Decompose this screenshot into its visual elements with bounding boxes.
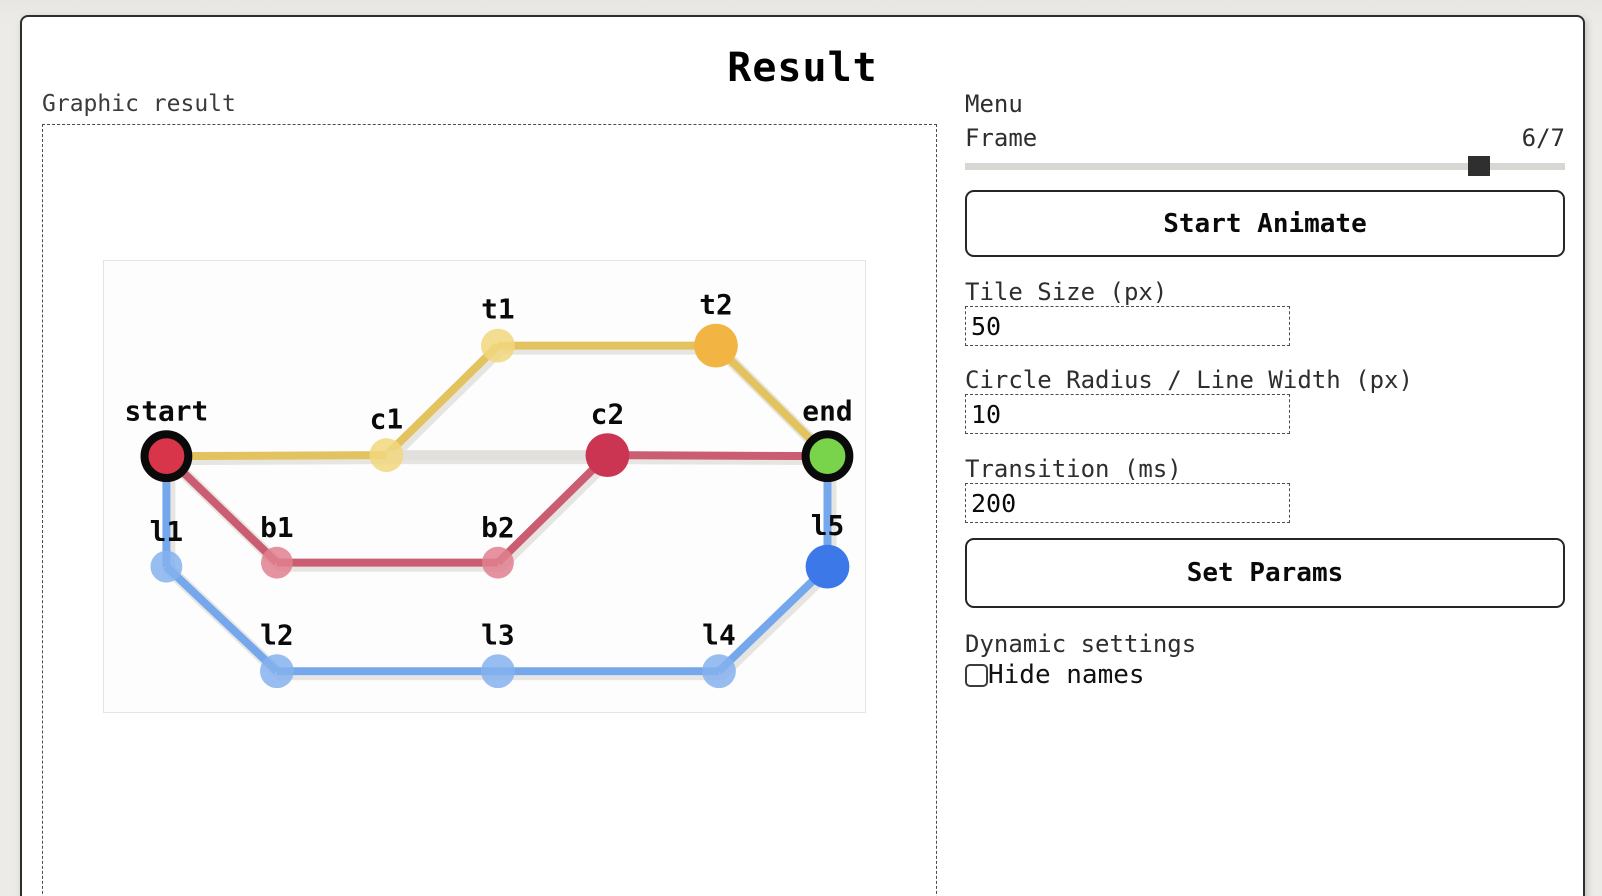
graph-edge-l1-l2: [163, 563, 280, 675]
graph-edge-start-c1: [166, 451, 387, 461]
page-title: Result: [727, 45, 878, 91]
graph-node-label-l4: l4: [702, 618, 736, 651]
graph-node-label-end: end: [802, 394, 852, 427]
graphic-result-label: Graphic result: [42, 91, 236, 117]
graph-edge-t2-end: [713, 342, 831, 459]
graph-node-l5: [805, 544, 850, 589]
graph-node-l1: [150, 550, 183, 583]
graph-node-label-l5: l5: [811, 509, 845, 542]
graph-edge-l4-l5: [716, 563, 831, 675]
graph-node-end: [801, 430, 854, 483]
tile-size-label: Tile Size (px): [965, 278, 1168, 306]
graph-node-label-t1: t1: [481, 293, 515, 326]
circle-radius-label: Circle Radius / Line Width (px): [965, 366, 1413, 394]
frame-slider[interactable]: [965, 156, 1565, 176]
circle-radius-input[interactable]: [965, 394, 1290, 434]
graph-svg: start c1 c2 end t1 t2 b1 b2 l1 l2 l3 l4 l5: [124, 288, 854, 689]
graph-node-b2: [482, 546, 514, 579]
graph-edge-casing-c1-t1: [383, 342, 507, 465]
set-params-button[interactable]: Set Params: [965, 538, 1565, 608]
graph-node-b1: [260, 546, 293, 579]
graph-canvas: start c1 c2 end t1 t2 b1 b2 l1 l2 l3 l4 l5: [103, 260, 866, 713]
graph-node-label-b2: b2: [481, 511, 515, 544]
transition-label: Transition (ms): [965, 455, 1182, 483]
menu-panel: Menu Frame 6/7 Start Animate Tile Size (…: [965, 90, 1565, 690]
tile-size-input[interactable]: [965, 306, 1290, 346]
graph-edge-c2-end: [607, 451, 828, 461]
hide-names-checkbox[interactable]: [965, 663, 988, 687]
graph-node-label-l3: l3: [481, 618, 515, 651]
menu-label: Menu: [965, 90, 1023, 118]
frame-slider-thumb[interactable]: [1468, 156, 1491, 176]
graph-node-start: [140, 430, 193, 483]
hide-names-label: Hide names: [988, 660, 1145, 690]
graphic-result-container: start c1 c2 end t1 t2 b1 b2 l1 l2 l3 l4 l5: [42, 124, 937, 896]
graph-node-label-t2: t2: [699, 288, 733, 321]
hide-names-row: Hide names: [965, 660, 1145, 690]
graph-node-c2: [585, 433, 630, 478]
graph-node-l2: [259, 654, 294, 689]
graph-node-label-start: start: [124, 394, 208, 427]
graph-node-label-c1: c1: [370, 402, 404, 435]
frame-counter: 6/7: [1521, 124, 1565, 152]
graph-node-label-b1: b1: [260, 511, 294, 544]
graph-edge-c1-t1: [383, 342, 501, 458]
graph-node-l4: [702, 654, 736, 689]
graph-node-t2: [694, 323, 738, 368]
graph-edge-b2-c2: [495, 452, 611, 566]
frame-slider-track[interactable]: [965, 163, 1565, 170]
graph-node-t1: [481, 328, 515, 363]
graph-node-label-c2: c2: [591, 397, 625, 430]
graph-edge-casing-b2-c2: [494, 452, 617, 572]
frame-row: Frame 6/7: [965, 124, 1565, 152]
start-animate-button[interactable]: Start Animate: [965, 190, 1565, 257]
transition-input[interactable]: [965, 483, 1290, 523]
graph-node-label-l2: l2: [260, 618, 294, 651]
graph-node-l3: [481, 654, 515, 689]
graph-node-c1: [369, 438, 404, 473]
app-window: Result Graphic result start c1 c2 end t1 t2 b1…: [20, 15, 1585, 896]
frame-label: Frame: [965, 124, 1038, 152]
dynamic-settings-label: Dynamic settings: [965, 630, 1197, 658]
graph-edge-casing-l4-l5: [715, 563, 837, 681]
graph-node-label-l1: l1: [150, 515, 184, 548]
